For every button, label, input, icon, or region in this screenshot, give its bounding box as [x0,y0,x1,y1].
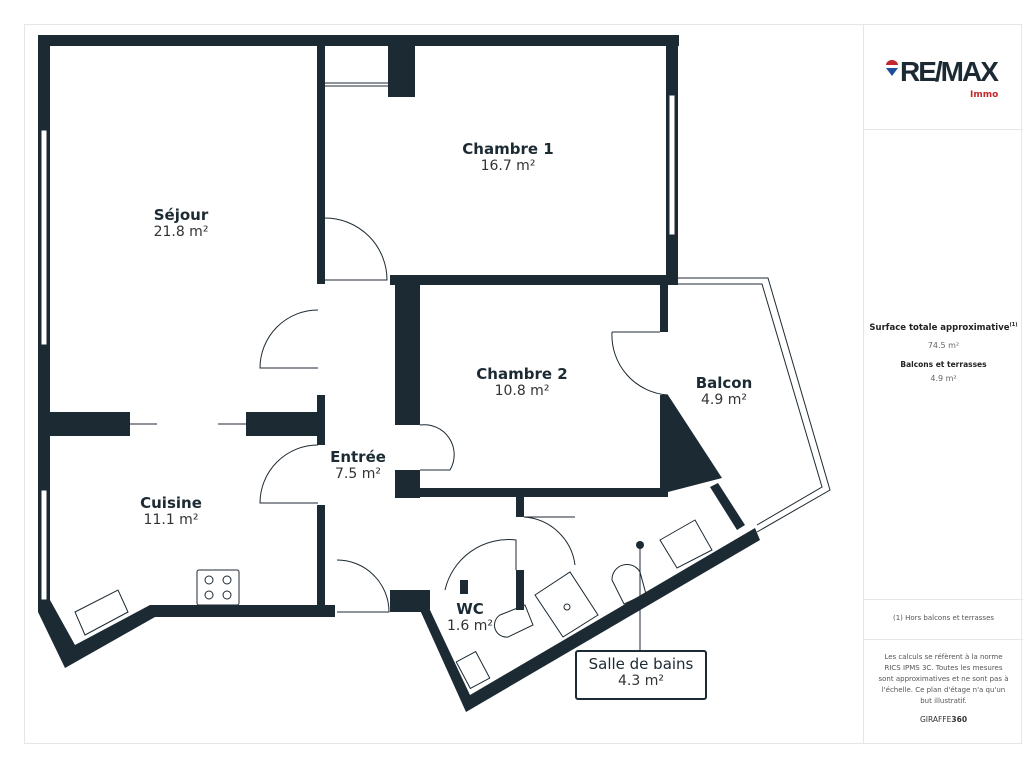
room-area: 16.7 m² [480,158,536,174]
wall-chambre2-right-top [660,280,668,332]
door-wc [444,539,517,591]
room-name: Entrée [330,448,386,466]
room-name: Salle de bains [588,655,694,673]
door-sejour [259,309,319,369]
wall-sejour-entree-top [317,46,325,284]
room-name: Chambre 1 [462,140,554,158]
footnote: (1) Hors balcons et terrasses [892,614,995,622]
room-area: 1.6 m² [447,618,493,634]
room-area: 11.1 m² [143,512,199,528]
logo-text: RE/MAX [900,56,999,87]
surface-summary: Surface totale approximative(1) 74.5 m² … [864,129,1023,599]
wall-bath-bottom [420,528,760,712]
wall-wc-bath [516,570,524,610]
total-value: 74.5 m² [927,340,960,350]
wall-outer-top [38,35,679,46]
room-area: 4.9 m² [701,392,747,408]
wall-chambre2-right [660,395,668,497]
wall-cuisine-entree [317,505,325,610]
logo-sub: Immo [970,90,999,100]
door-chambre2 [419,424,455,471]
window-cuisine [40,489,48,601]
wall-chambre1-chambre2 [390,275,678,285]
room-area: 4.3 m² [618,673,664,689]
total-footnote-marker: (1) [1009,322,1018,328]
wall-sejour-cuisine-left [50,412,130,436]
balcony-value: 4.9 m² [930,373,957,383]
cooktop [196,569,240,606]
shower [534,571,599,638]
door-chambre1 [324,217,388,281]
kitchen-sink [74,589,129,636]
room-name: Séjour [153,206,209,224]
wall-sejour-entree-mid [317,395,325,445]
wall-wc-entry [390,590,430,612]
wall-triangle [668,395,722,492]
wall-sejour-cuisine-right [246,412,320,436]
info-sidebar: RE/MAX Immo Surface totale approximative… [863,24,1023,744]
wall-chambre2-bottom [395,488,668,497]
balloon-icon [886,60,898,76]
room-name: Chambre 2 [476,365,568,383]
bath-sink [659,519,713,569]
room-name: Cuisine [140,494,202,512]
door-cuisine [259,444,319,504]
wc-sink [455,650,491,690]
disclaimer-section: Les calculs se réfèrent à la norme RICS … [864,639,1023,724]
window-sejour [40,129,48,346]
disclaimer: Les calculs se réfèrent à la norme RICS … [878,653,1009,705]
wall-bath-stub [516,497,524,517]
wall-cuisine-bottom [38,600,335,668]
door-entry [336,559,390,613]
remax-logo: RE/MAX Immo [884,54,1004,104]
wall-chambre2-left [395,280,420,425]
credit-suffix: 360 [951,715,968,724]
balcony-label: Balcons et terrasses [900,359,987,369]
total-label: Surface totale approximative [869,322,1010,333]
room-area: 7.5 m² [335,466,381,482]
room-area: 21.8 m² [153,224,209,240]
footnote-section: (1) Hors balcons et terrasses [864,599,1023,639]
page-frame [24,24,1022,744]
wall-bath-right [710,483,745,530]
room-area: 10.8 m² [494,383,550,399]
room-name: Balcon [695,374,753,392]
door-bath [523,516,576,566]
window-chambre1 [668,94,676,236]
door-balcon [611,331,669,396]
balcony-outline [678,277,831,533]
pillar [388,46,415,97]
room-name: WC [456,600,484,618]
toilet [494,604,534,638]
giraffe360-credit: GIRAFFE360 [864,715,1023,724]
credit-prefix: GIRAFFE [919,715,952,724]
